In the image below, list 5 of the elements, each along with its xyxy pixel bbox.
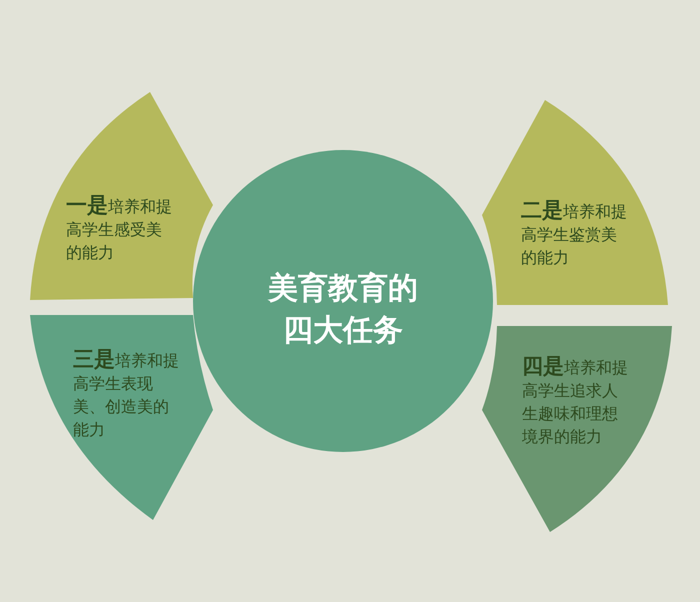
task-text: 三是培养和提高学生表现美、创造美的能力 <box>73 348 180 441</box>
task-text: 一是培养和提高学生感受美的能力 <box>66 194 173 264</box>
task-text: 四是培养和提高学生追求人生趣味和理想境界的能力 <box>522 355 629 448</box>
task-text: 二是培养和提高学生鉴赏美的能力 <box>521 199 628 269</box>
title-text: 美育教育的四大任务 <box>266 270 419 350</box>
